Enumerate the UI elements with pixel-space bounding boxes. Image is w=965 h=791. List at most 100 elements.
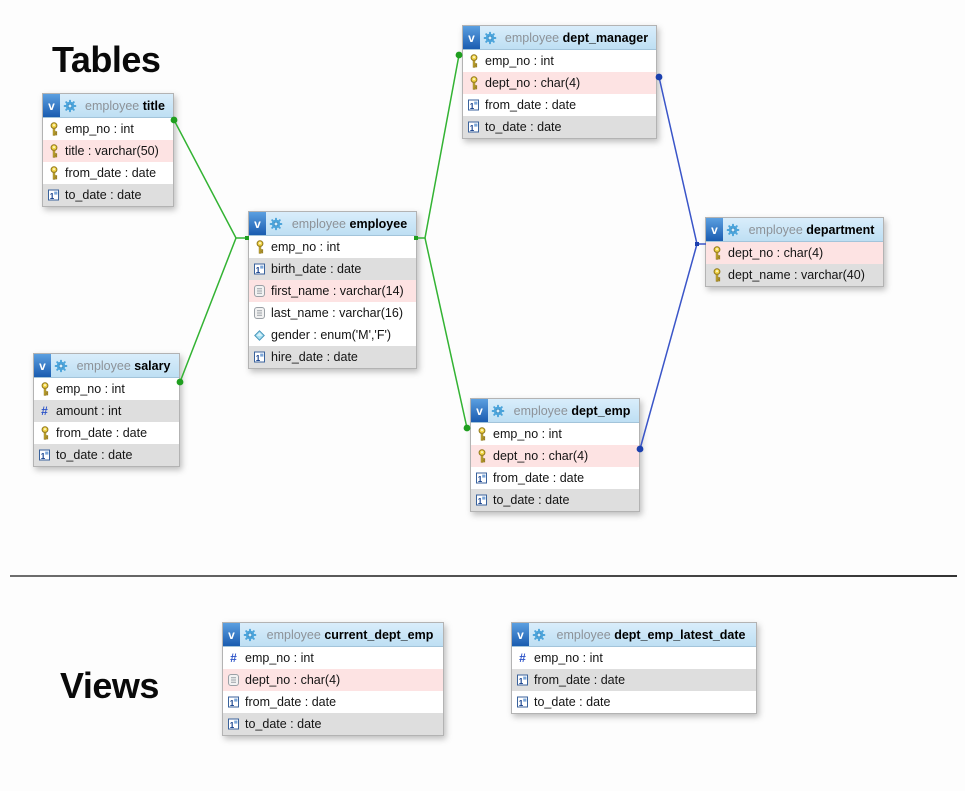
date-icon: 1 bbox=[37, 449, 52, 461]
collapse-toggle-v-badge[interactable]: v bbox=[512, 623, 529, 646]
table-card-department[interactable]: v employee department dept_no : char(4) dep… bbox=[705, 217, 884, 287]
table-options-gear-icon[interactable] bbox=[269, 217, 283, 231]
connector-junction-node bbox=[695, 242, 699, 246]
field-row-dept_manager-0[interactable]: emp_no : int bbox=[463, 50, 656, 72]
field-label: from_date : date bbox=[65, 166, 157, 180]
table-card-employee[interactable]: v employee employee emp_no : int 1 birth_dat… bbox=[248, 211, 417, 369]
field-row-dept_emp_latest_date-2[interactable]: 1 to_date : date bbox=[512, 691, 756, 713]
field-row-title-0[interactable]: emp_no : int bbox=[43, 118, 173, 140]
svg-text:1: 1 bbox=[256, 266, 261, 275]
field-row-department-1[interactable]: dept_name : varchar(40) bbox=[706, 264, 883, 286]
collapse-toggle-v-badge[interactable]: v bbox=[249, 212, 266, 235]
field-row-salary-1[interactable]: #amount : int bbox=[34, 400, 179, 422]
svg-text:1: 1 bbox=[519, 677, 524, 686]
table-name: dept_emp_latest_date bbox=[614, 627, 746, 642]
card-header-dept_manager[interactable]: v employee dept_manager bbox=[463, 26, 656, 50]
field-row-current_dept_emp-0[interactable]: #emp_no : int bbox=[223, 647, 443, 669]
field-label: to_date : date bbox=[65, 188, 142, 202]
primary-key-icon bbox=[474, 427, 489, 441]
field-row-employee-4[interactable]: gender : enum('M','F') bbox=[249, 324, 416, 346]
table-options-gear-icon[interactable] bbox=[483, 31, 497, 45]
field-row-employee-3[interactable]: last_name : varchar(16) bbox=[249, 302, 416, 324]
schema-name: employee bbox=[748, 222, 803, 237]
card-title: employee dept_manager bbox=[497, 31, 656, 45]
table-options-gear-icon[interactable] bbox=[63, 99, 77, 113]
field-label: dept_no : char(4) bbox=[728, 246, 824, 260]
date-icon: 1 bbox=[466, 99, 481, 111]
field-row-current_dept_emp-1[interactable]: dept_no : char(4) bbox=[223, 669, 443, 691]
table-name: dept_emp bbox=[571, 403, 631, 418]
card-header-employee[interactable]: v employee employee bbox=[249, 212, 416, 236]
field-row-employee-1[interactable]: 1 birth_date : date bbox=[249, 258, 416, 280]
table-options-gear-icon[interactable] bbox=[491, 404, 505, 418]
numeric-icon: # bbox=[519, 651, 526, 665]
field-label: birth_date : date bbox=[271, 262, 362, 276]
field-row-employee-2[interactable]: first_name : varchar(14) bbox=[249, 280, 416, 302]
collapse-toggle-v-badge[interactable]: v bbox=[43, 94, 60, 117]
card-header-department[interactable]: v employee department bbox=[706, 218, 883, 242]
card-title: employee employee bbox=[283, 217, 416, 231]
table-options-gear-icon[interactable] bbox=[243, 628, 257, 642]
table-options-gear-icon[interactable] bbox=[54, 359, 68, 373]
numeric-icon: # bbox=[41, 404, 48, 418]
field-label: to_date : date bbox=[534, 695, 611, 709]
field-row-title-2[interactable]: from_date : date bbox=[43, 162, 173, 184]
field-row-title-3[interactable]: 1 to_date : date bbox=[43, 184, 173, 206]
field-row-dept_emp_latest_date-0[interactable]: #emp_no : int bbox=[512, 647, 756, 669]
collapse-toggle-v-badge[interactable]: v bbox=[463, 26, 480, 49]
table-name: employee bbox=[349, 216, 408, 231]
field-label: hire_date : date bbox=[271, 350, 358, 364]
date-icon: 1 bbox=[515, 674, 530, 686]
enum-icon bbox=[252, 329, 267, 341]
collapse-toggle-v-badge[interactable]: v bbox=[34, 354, 51, 377]
table-name: salary bbox=[134, 358, 171, 373]
table-options-gear-icon[interactable] bbox=[532, 628, 546, 642]
collapse-toggle-v-badge[interactable]: v bbox=[706, 218, 723, 241]
field-row-employee-0[interactable]: emp_no : int bbox=[249, 236, 416, 258]
date-icon: 1 bbox=[46, 189, 61, 201]
field-label: to_date : date bbox=[493, 493, 570, 507]
field-row-salary-0[interactable]: emp_no : int bbox=[34, 378, 179, 400]
field-row-dept_emp-1[interactable]: dept_no : char(4) bbox=[471, 445, 639, 467]
field-label: from_date : date bbox=[245, 695, 337, 709]
primary-key-icon bbox=[37, 382, 52, 396]
connector-employee-dept_manager bbox=[415, 54, 460, 239]
field-label: emp_no : int bbox=[245, 651, 314, 665]
field-label: to_date : date bbox=[485, 120, 562, 134]
field-row-dept_emp-0[interactable]: emp_no : int bbox=[471, 423, 639, 445]
collapse-toggle-v-badge[interactable]: v bbox=[223, 623, 240, 646]
field-row-salary-2[interactable]: from_date : date bbox=[34, 422, 179, 444]
primary-key-icon bbox=[46, 144, 61, 158]
field-label: gender : enum('M','F') bbox=[271, 328, 392, 342]
field-row-department-0[interactable]: dept_no : char(4) bbox=[706, 242, 883, 264]
field-row-title-1[interactable]: title : varchar(50) bbox=[43, 140, 173, 162]
table-name: department bbox=[806, 222, 875, 237]
primary-key-icon bbox=[709, 246, 724, 260]
collapse-toggle-v-badge[interactable]: v bbox=[471, 399, 488, 422]
field-row-dept_manager-1[interactable]: dept_no : char(4) bbox=[463, 72, 656, 94]
date-icon: 1 bbox=[515, 696, 530, 708]
schema-name: employee bbox=[504, 30, 560, 45]
svg-text:1: 1 bbox=[519, 699, 524, 708]
table-options-gear-icon[interactable] bbox=[726, 223, 740, 237]
